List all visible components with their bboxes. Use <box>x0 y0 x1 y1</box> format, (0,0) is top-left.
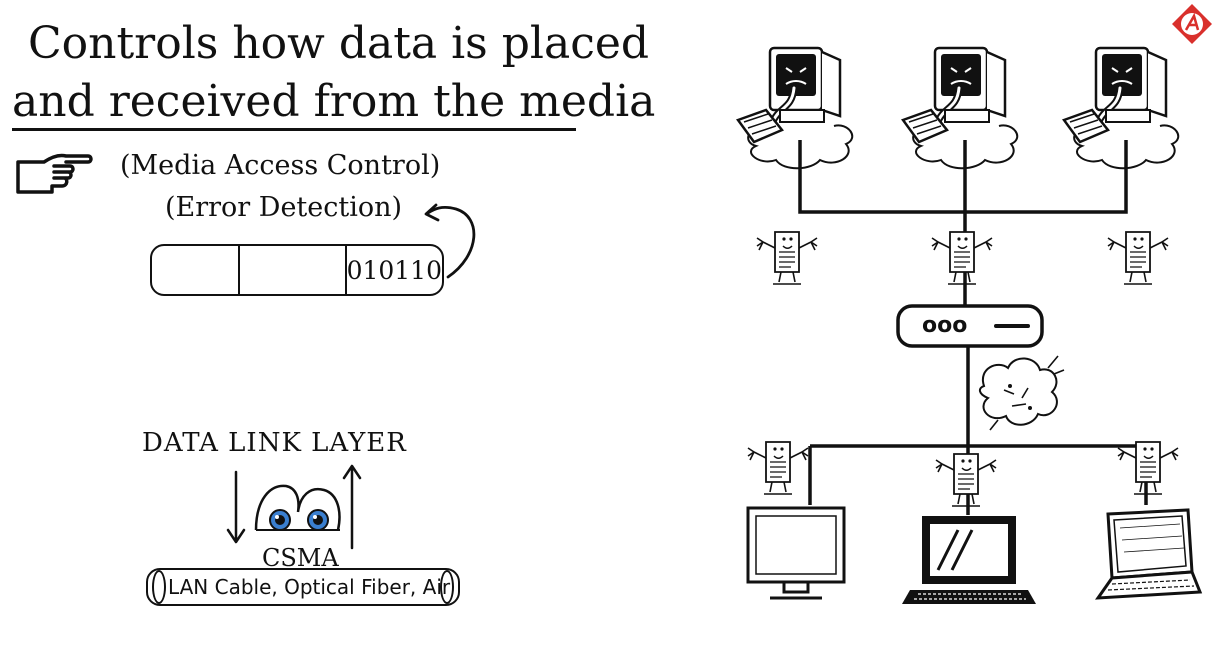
data-frame-character-icon <box>756 231 818 285</box>
eyes-icon <box>254 484 341 531</box>
cable-right-cap <box>440 570 454 604</box>
data-frame-character-icon <box>1117 441 1179 495</box>
layer-title: DATA LINK LAYER <box>142 428 407 458</box>
frame-payload-cell <box>240 246 347 294</box>
csma-label: CSMA <box>262 544 339 572</box>
frame-header-cell <box>152 246 240 294</box>
laptop-icon <box>1094 508 1203 600</box>
up-arrow-icon <box>342 464 362 550</box>
brand-logo-icon <box>1172 4 1212 44</box>
monitor-icon <box>746 506 846 600</box>
heading-line-1: Controls how data is placed <box>28 18 650 69</box>
heading-line-2: and received from the media <box>12 76 656 127</box>
down-arrow-icon <box>226 470 246 544</box>
error-check-arrow <box>424 203 476 279</box>
data-frame-character-icon <box>935 453 997 507</box>
desktop-computer-icon <box>1064 48 1178 168</box>
transmission-media-cable <box>146 568 460 606</box>
data-frame-character-icon <box>931 231 993 285</box>
data-frame-character-icon <box>747 441 809 495</box>
upper-bus-line <box>798 140 1128 310</box>
network-diagram: ooo <box>700 4 1212 604</box>
transmission-media-label: LAN Cable, Optical Fiber, Air <box>168 575 451 599</box>
media-access-control-label: (Media Access Control) <box>120 150 441 181</box>
data-frame: 010110 <box>150 244 444 296</box>
desktop-computer-icon <box>903 48 1017 168</box>
router-icon: ooo <box>896 304 1044 348</box>
heading-underline <box>12 128 576 131</box>
error-detection-label: (Error Detection) <box>165 192 403 223</box>
data-frame-character-icon <box>1107 231 1169 285</box>
lower-bus-line <box>808 444 1148 515</box>
pointing-hand-icon <box>16 153 93 194</box>
collision-cloud-icon <box>978 355 1065 431</box>
laptop-icon <box>902 516 1036 604</box>
frame-trailer-cell: 010110 <box>346 255 442 285</box>
desktop-computer-icon <box>738 48 852 168</box>
cable-left-cap <box>152 570 166 604</box>
router-indicator: ooo <box>922 313 967 338</box>
